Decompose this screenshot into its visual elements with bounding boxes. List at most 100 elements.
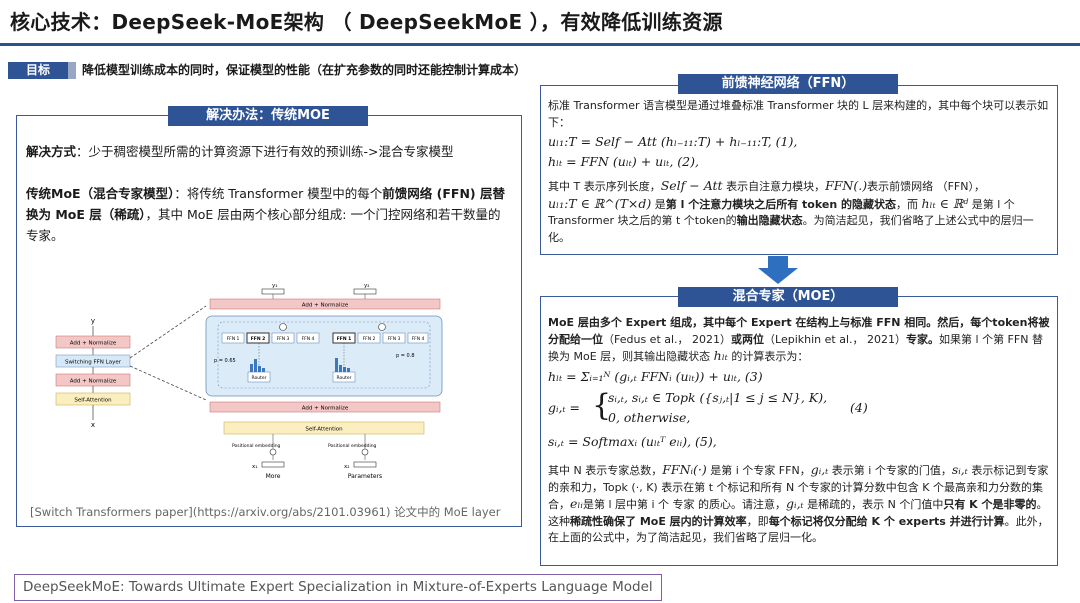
moe-desc-text: 其中 N 表示专家总数， [548, 464, 663, 477]
page-title: 核心技术：DeepSeek-MoE架构 （ DeepSeekMoE ），有效降低… [10, 10, 723, 34]
moe-equation-4-lhs: gᵢ,ₜ = [548, 400, 581, 415]
moe-desc-text: 表示标记到专家的亲和力，Topk (·, K) 表示在第 t 个标记和所有 N … [548, 464, 1049, 511]
input-x1-label: x₁ [252, 464, 257, 470]
goal-tag-accent [68, 62, 76, 79]
moe-desc-math: eₗᵢ [570, 496, 583, 511]
moe-intro-text: （Lepikhin et al.， 2021） [764, 332, 907, 346]
moe-desc-math: sᵢ,ₜ [951, 462, 968, 477]
moe-intro-bold: MoE 层由多个 Expert 组成，其中每个 Expert 在结构上与标准 F… [548, 316, 1050, 346]
ffn-intro: 标准 Transformer 语言模型是通过堆叠标准 Transformer 块… [548, 99, 1049, 129]
pos-emb-left: Positional embedding [232, 443, 281, 449]
moe-equation-4-brace: { [592, 388, 612, 423]
moe-paragraph: 传统MoE（混合专家模型）：将传统 Transformer 模型中的每个前馈网络… [26, 183, 512, 246]
output-y2-label: y₂ [364, 283, 369, 289]
ffn-equation-2: hₗₜ = FFN (uₗₜ) + uₗₜ, (2), [548, 154, 699, 169]
input-word-right: Parameters [348, 473, 382, 480]
title-divider [0, 43, 1080, 46]
moe-text-2: ，其中 MoE 层由两个核心部分组成: 一个门控网络和若干数量的专家。 [26, 207, 501, 243]
moe-desc-text: 是稀疏的，表示 N 个门值中 [803, 498, 944, 511]
moe-bold-1: 前馈网络 (FFN) 层替换为 MoE 层（稀疏） [26, 186, 505, 222]
small-x-label: x [91, 421, 95, 429]
ffn-desc-text: 是 [651, 197, 666, 211]
ffn-panel [540, 85, 1058, 255]
moe-desc-math: gᵢ,ₜ [810, 462, 829, 477]
moe-intro-text: 如果第 l 个第 FFN 替换为 MoE 层，则其输出隐藏状态 [548, 332, 1043, 364]
ffn-desc-text: 表示前馈网络 （FFN）， [867, 180, 985, 193]
small-y-label: y [91, 317, 95, 325]
left-panel-header: 解决办法：传统MOE [168, 106, 368, 126]
diagram-caption: [Switch Transformers paper](https://arxi… [30, 505, 501, 519]
small-block-label: Self-Attention [74, 398, 112, 404]
large-transformer-block: y₁ y₂ Add + Normalize FFN 1 FFN 2 FFN 3 … [205, 283, 443, 480]
ffn-desc-bold: 第 l 个注意力模块之后所有 token 的隐藏状态 [665, 197, 896, 211]
moe-desc-text: 是第 l 层中第 i 个 专家 的质心。请注意， [582, 498, 787, 511]
moe-equation-5: sᵢ,ₜ = Softmaxᵢ (uₗₜᵀ eₗᵢ), (5), [548, 434, 717, 449]
moe-desc-math: FFNᵢ(·) [662, 462, 707, 477]
moe-label: 传统MoE（混合专家模型） [26, 186, 175, 201]
output-y1-label: y₁ [272, 283, 277, 289]
mid-add-normalize [209, 401, 441, 413]
moe-intro: MoE 层由多个 Expert 组成，其中每个 Expert 在结构上与标准 F… [548, 315, 1050, 366]
expert-right-label: FFN 1 [337, 336, 352, 342]
moe-intro-math: hₗₜ [713, 348, 728, 363]
ffn-desc-math: FFN(.) [825, 178, 868, 193]
small-transformer-block: y Add + Normalize Switching FFN Layer Ad… [55, 317, 131, 429]
ffn-desc-text: 。为简洁起见，我们省略了上述公式中的层归一化。 [548, 214, 1034, 244]
moe-text-1: ：将传统 Transformer 模型中的每个 [174, 186, 383, 201]
method-text: ：少于稠密模型所需的计算资源下进行有效的预训练->混合专家模型 [76, 144, 454, 159]
top-add-normalize-label: Add + Normalize [302, 303, 349, 309]
ffn-desc-math: Self − Att [660, 178, 723, 193]
moe-desc-math: gᵢ,ₜ [786, 496, 804, 511]
self-attention-label: Self-Attention [305, 427, 343, 433]
mid-add-normalize-label: Add + Normalize [302, 406, 349, 412]
expert-left-label: FFN 2 [251, 336, 266, 342]
small-block-label: Switching FFN Layer [65, 360, 122, 366]
router-prob-left: p = 0.65 [214, 358, 236, 364]
moe-desc-bold: 只有 K 个是非零的 [943, 498, 1037, 511]
moe-desc-text: 。这种 [548, 498, 1048, 528]
moe-desc-text: ，即 [746, 514, 769, 528]
ffn-desc-text: 其中 T 表示序列长度， [548, 180, 661, 193]
expert-left-label: FFN 1 [227, 336, 240, 342]
moe-intro-text: 的计算表示为： [727, 350, 809, 363]
input-x2-label: x₂ [344, 464, 349, 470]
self-attention-block [223, 421, 425, 435]
small-block-label: Add + Normalize [70, 341, 117, 347]
ffn-desc-math: uₗ₁:T ∈ ℝ^(T×d) [548, 195, 652, 211]
ffn-equation-1: uₗ₁:T = Self − Att (hₗ₋₁₁:T) + hₗ₋₁₁:T, … [548, 134, 798, 149]
paper-reference-footer: DeepSeekMoE: Towards Ultimate Expert Spe… [14, 574, 662, 601]
moe-desc-text: 是第 i 个专家 FFN， [706, 464, 811, 477]
ffn-description: 其中 T 表示序列长度，Self − Att 表示自注意力模块，FFN(.)表示… [548, 178, 1050, 246]
top-add-normalize [209, 298, 441, 310]
moe-desc-text: 。此外，在上面的公式中，为了简洁起见，我们省略了层归一化。 [548, 514, 1049, 545]
method-label: 解决方式 [26, 144, 77, 159]
switch-transformer-diagram: y Add + Normalize Switching FFN Layer Ad… [55, 283, 443, 480]
moe-desc-text: 表示第 i 个专家的门值， [828, 464, 952, 477]
ffn-panel-header: 前馈神经网络（FFN） [678, 74, 898, 94]
moe-equation-3: hₗₜ = Σᵢ₌₁ᴺ (gᵢ,ₜ FFNᵢ (uₗₜ)) + uₗₜ, (3) [548, 369, 763, 384]
expert-left-label: FFN 3 [277, 336, 290, 342]
pos-emb-right: Positional embedding [328, 443, 377, 449]
ffn-desc-text: ，而 [896, 197, 922, 211]
expert-right-label: FFN 3 [388, 336, 401, 342]
input-word-left: More [266, 473, 281, 480]
moe-description: 其中 N 表示专家总数，FFNᵢ(·) 是第 i 个专家 FFN，gᵢ,ₜ 表示… [548, 462, 1050, 547]
router-left-label: Router [252, 375, 267, 381]
method-paragraph: 解决方式：少于稠密模型所需的计算资源下进行有效的预训练->混合专家模型 [26, 141, 514, 162]
goal-text: 降低模型训练成本的同时，保证模型的性能（在扩充参数的同时还能控制计算成本） [82, 63, 527, 77]
router-right-label: Router [337, 375, 352, 381]
moe-intro-text: （Fedus et al.， 2021） [603, 332, 732, 346]
moe-desc-bold: 每个标记将仅分配给 K 个 experts 并进行计算 [768, 514, 1005, 528]
goal-tag: 目标 [8, 62, 68, 79]
moe-panel [540, 296, 1058, 566]
ffn-desc-text: 表示自注意力模块， [722, 180, 826, 193]
ffn-desc-math: hₗₜ ∈ ℝᵈ [921, 195, 969, 211]
router-prob-right: p = 0.8 [396, 353, 415, 359]
moe-equation-4-case-2: 0, otherwise, [608, 410, 691, 425]
moe-desc-bold: 稀疏性确保了 MoE 层内的计算效率 [570, 514, 747, 528]
ffn-desc-bold: 输出隐藏状态 [736, 214, 803, 227]
down-arrow-icon [758, 256, 798, 284]
small-block-label: Add + Normalize [70, 379, 117, 385]
moe-intro-bold: 专家。 [906, 332, 940, 346]
expert-right-label: FFN 4 [412, 336, 425, 342]
